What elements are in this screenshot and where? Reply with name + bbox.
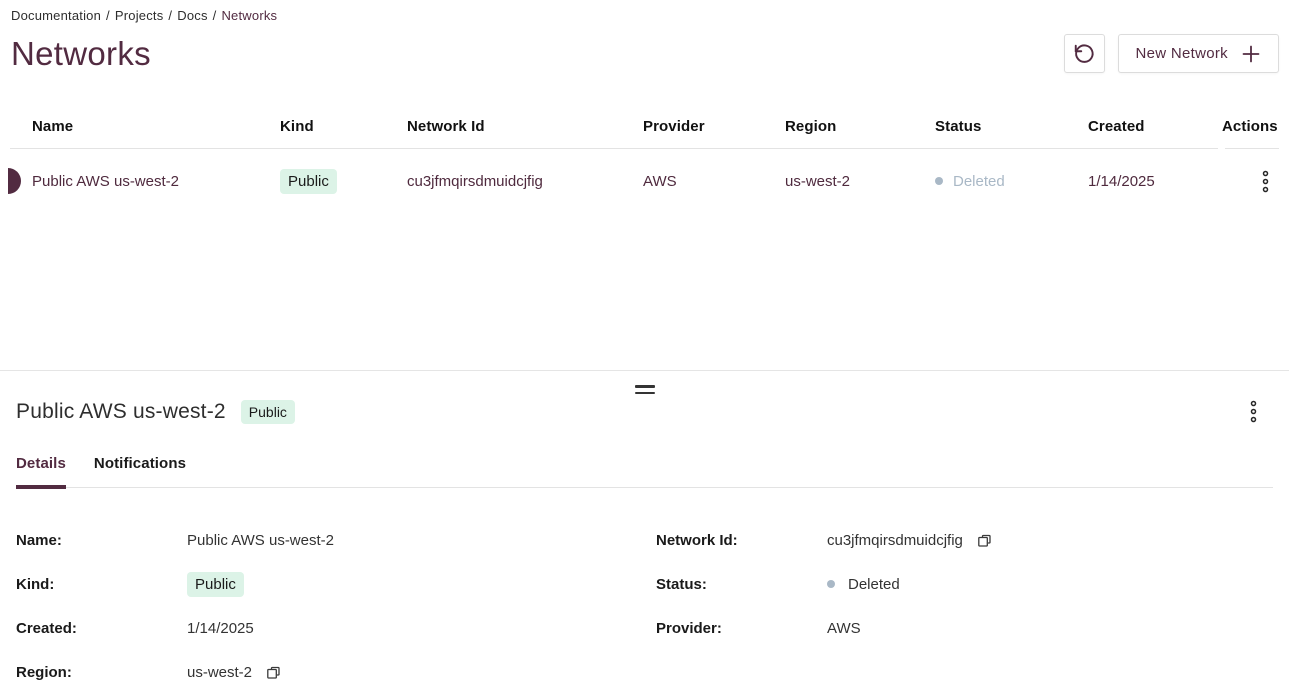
field-value: cu3jfmqirsdmuidcjfig xyxy=(827,531,963,549)
status-label: Deleted xyxy=(848,575,900,593)
drag-handle-bar xyxy=(634,385,655,388)
cell-region: us-west-2 xyxy=(785,172,851,190)
column-header-network-id: Network Id xyxy=(407,117,485,135)
field-created: Created: 1/14/2025 xyxy=(16,606,656,650)
column-header-region: Region xyxy=(785,117,837,135)
field-status: Status: Deleted xyxy=(656,562,1289,606)
status-label: Deleted xyxy=(953,172,1005,190)
breadcrumb-separator: / xyxy=(168,8,173,23)
drawer-kind-badge: Public xyxy=(240,399,295,424)
toolbar: New Network xyxy=(1063,34,1279,73)
field-name: Name: Public AWS us-west-2 xyxy=(16,518,656,562)
table-header-row: Name Kind Network Id Provider Region Sta… xyxy=(10,104,1279,148)
field-label: Created: xyxy=(16,619,77,637)
breadcrumb-item-documentation[interactable]: Documentation xyxy=(11,8,102,23)
column-header-provider: Provider xyxy=(643,117,705,135)
details-panel: Name: Public AWS us-west-2 Kind: Public … xyxy=(16,518,1289,694)
field-value: 1/14/2025 xyxy=(187,619,254,637)
field-kind: Kind: Public xyxy=(16,562,656,606)
page-title: Networks xyxy=(11,34,151,72)
new-network-button[interactable]: New Network xyxy=(1117,34,1279,73)
field-value: us-west-2 xyxy=(187,663,253,681)
cell-network-id: cu3jfmqirsdmuidcjfig xyxy=(407,172,543,190)
field-label: Region: xyxy=(16,663,72,681)
column-header-actions: Actions xyxy=(1222,117,1278,135)
field-provider: Provider: AWS xyxy=(656,606,1289,650)
breadcrumb-item-networks: Networks xyxy=(221,8,278,23)
drag-handle-bar xyxy=(634,391,655,394)
status-dot-icon xyxy=(827,580,835,588)
copy-icon xyxy=(977,533,992,548)
drawer-actions-menu-button[interactable] xyxy=(1246,398,1261,425)
kebab-menu-icon xyxy=(1262,170,1269,193)
details-right-column: Network Id: cu3jfmqirsdmuidcjfig Statu xyxy=(656,518,1289,694)
drawer-title: Public AWS us-west-2 xyxy=(16,399,226,423)
selected-row-indicator xyxy=(8,168,21,194)
row-actions-menu-button[interactable] xyxy=(1258,168,1273,195)
tab-notifications[interactable]: Notifications xyxy=(93,455,187,472)
refresh-button[interactable] xyxy=(1063,34,1105,73)
tab-details[interactable]: Details xyxy=(16,455,66,489)
cell-provider: AWS xyxy=(643,172,677,190)
field-region: Region: us-west-2 xyxy=(16,650,656,694)
field-label: Provider: xyxy=(656,619,722,637)
breadcrumb-item-projects[interactable]: Projects xyxy=(114,8,164,23)
plus-icon xyxy=(1241,44,1261,64)
kebab-menu-icon xyxy=(1250,400,1257,423)
cell-kind: Public xyxy=(280,168,407,194)
cell-status: Deleted xyxy=(935,173,1088,190)
copy-region-button[interactable] xyxy=(265,664,282,681)
table-row[interactable]: Public AWS us-west-2 Public cu3jfmqirsdm… xyxy=(8,149,1279,213)
copy-icon xyxy=(266,665,281,680)
field-value: Public AWS us-west-2 xyxy=(187,531,334,549)
page-header: Networks New Network xyxy=(11,34,1279,73)
drawer-header: Public AWS us-west-2 Public xyxy=(16,398,1261,425)
detail-drawer: Public AWS us-west-2 Public Details Noti… xyxy=(0,370,1289,700)
field-label: Network Id: xyxy=(656,531,738,549)
column-header-status: Status xyxy=(935,117,982,135)
column-header-name: Name xyxy=(32,117,74,135)
drawer-drag-handle[interactable] xyxy=(633,379,657,400)
field-label: Status: xyxy=(656,575,707,593)
field-label: Kind: xyxy=(16,575,55,593)
breadcrumb: Documentation / Projects / Docs / Networks xyxy=(0,0,1289,23)
cell-actions xyxy=(1222,168,1279,195)
field-label: Name: xyxy=(16,531,62,549)
networks-table: Name Kind Network Id Provider Region Sta… xyxy=(8,104,1279,213)
column-header-kind: Kind xyxy=(280,117,314,135)
kind-badge: Public xyxy=(187,571,244,597)
copy-network-id-button[interactable] xyxy=(976,532,993,549)
breadcrumb-item-docs[interactable]: Docs xyxy=(177,8,208,23)
table-header-divider xyxy=(10,148,1279,149)
cell-name: Public AWS us-west-2 xyxy=(32,172,179,190)
details-left-column: Name: Public AWS us-west-2 Kind: Public … xyxy=(16,518,656,694)
column-header-created: Created xyxy=(1088,117,1145,135)
drawer-tabs: Details Notifications xyxy=(16,455,1273,489)
cell-created: 1/14/2025 xyxy=(1088,172,1155,190)
field-network-id: Network Id: cu3jfmqirsdmuidcjfig xyxy=(656,518,1289,562)
breadcrumb-separator: / xyxy=(106,8,110,23)
new-network-label: New Network xyxy=(1135,45,1228,62)
field-value: AWS xyxy=(827,619,861,637)
kind-badge: Public xyxy=(280,168,337,194)
refresh-icon xyxy=(1073,43,1095,65)
status-dot-icon xyxy=(935,177,943,185)
breadcrumb-separator: / xyxy=(212,8,217,23)
